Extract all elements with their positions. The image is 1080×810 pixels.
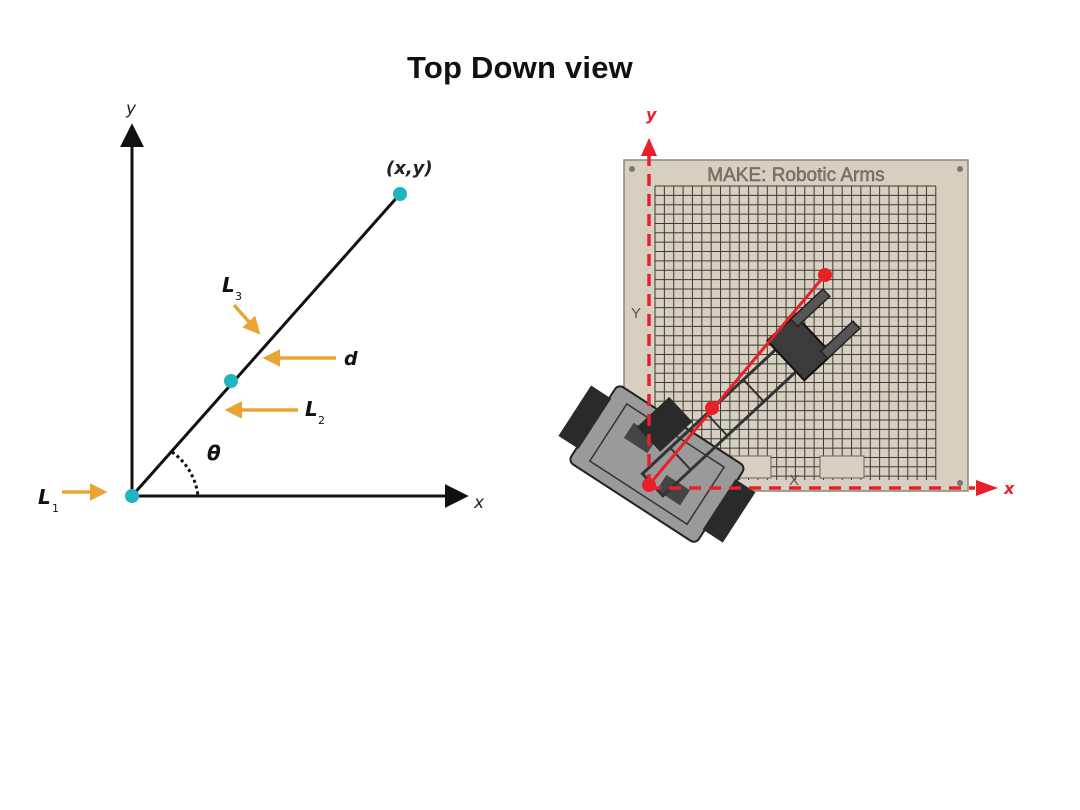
theta-arc <box>171 450 200 497</box>
l3-label: L <box>222 273 235 297</box>
left-diagram: y x θ (x,y) L 1 L 2 d L 3 <box>38 99 485 515</box>
arm-point-mid <box>705 401 719 415</box>
grid-cutout <box>819 455 865 479</box>
board-y-axis-label: y <box>646 105 657 124</box>
board-screw <box>957 166 963 172</box>
board-y-mark: Y <box>631 305 641 322</box>
board-y-arrowhead <box>641 138 657 156</box>
robot-base <box>558 385 756 543</box>
page-title: Top Down view <box>407 50 633 85</box>
arm-point-end <box>818 268 832 282</box>
board-x-mark: X <box>789 472 799 489</box>
l1-label: L <box>38 485 51 509</box>
point-l1 <box>125 489 139 503</box>
l3-arrow <box>232 303 261 335</box>
theta-label: θ <box>207 441 221 465</box>
board-screw <box>957 480 963 486</box>
robot-arm <box>637 287 861 498</box>
d-label: d <box>344 348 358 370</box>
point-xy <box>393 187 407 201</box>
board-x-arrowhead <box>976 480 998 496</box>
l3-subscript: 3 <box>235 290 242 303</box>
l2-label: L <box>305 397 318 421</box>
arm-point-base <box>642 478 656 492</box>
arm-vector <box>647 274 827 486</box>
point-xy-label: (x,y) <box>386 158 433 179</box>
l1-subscript: 1 <box>52 502 59 515</box>
x-axis-label: x <box>473 493 485 513</box>
board-screw <box>629 166 635 172</box>
arm-line <box>130 193 402 497</box>
y-axis-label: y <box>125 99 137 119</box>
l2-subscript: 2 <box>318 414 325 427</box>
board-x-axis-label: x <box>1003 479 1015 498</box>
board-title: MAKE: Robotic Arms <box>707 165 884 186</box>
right-diagram: MAKE: Robotic Arms Y X <box>558 105 1015 543</box>
point-l2 <box>224 374 238 388</box>
